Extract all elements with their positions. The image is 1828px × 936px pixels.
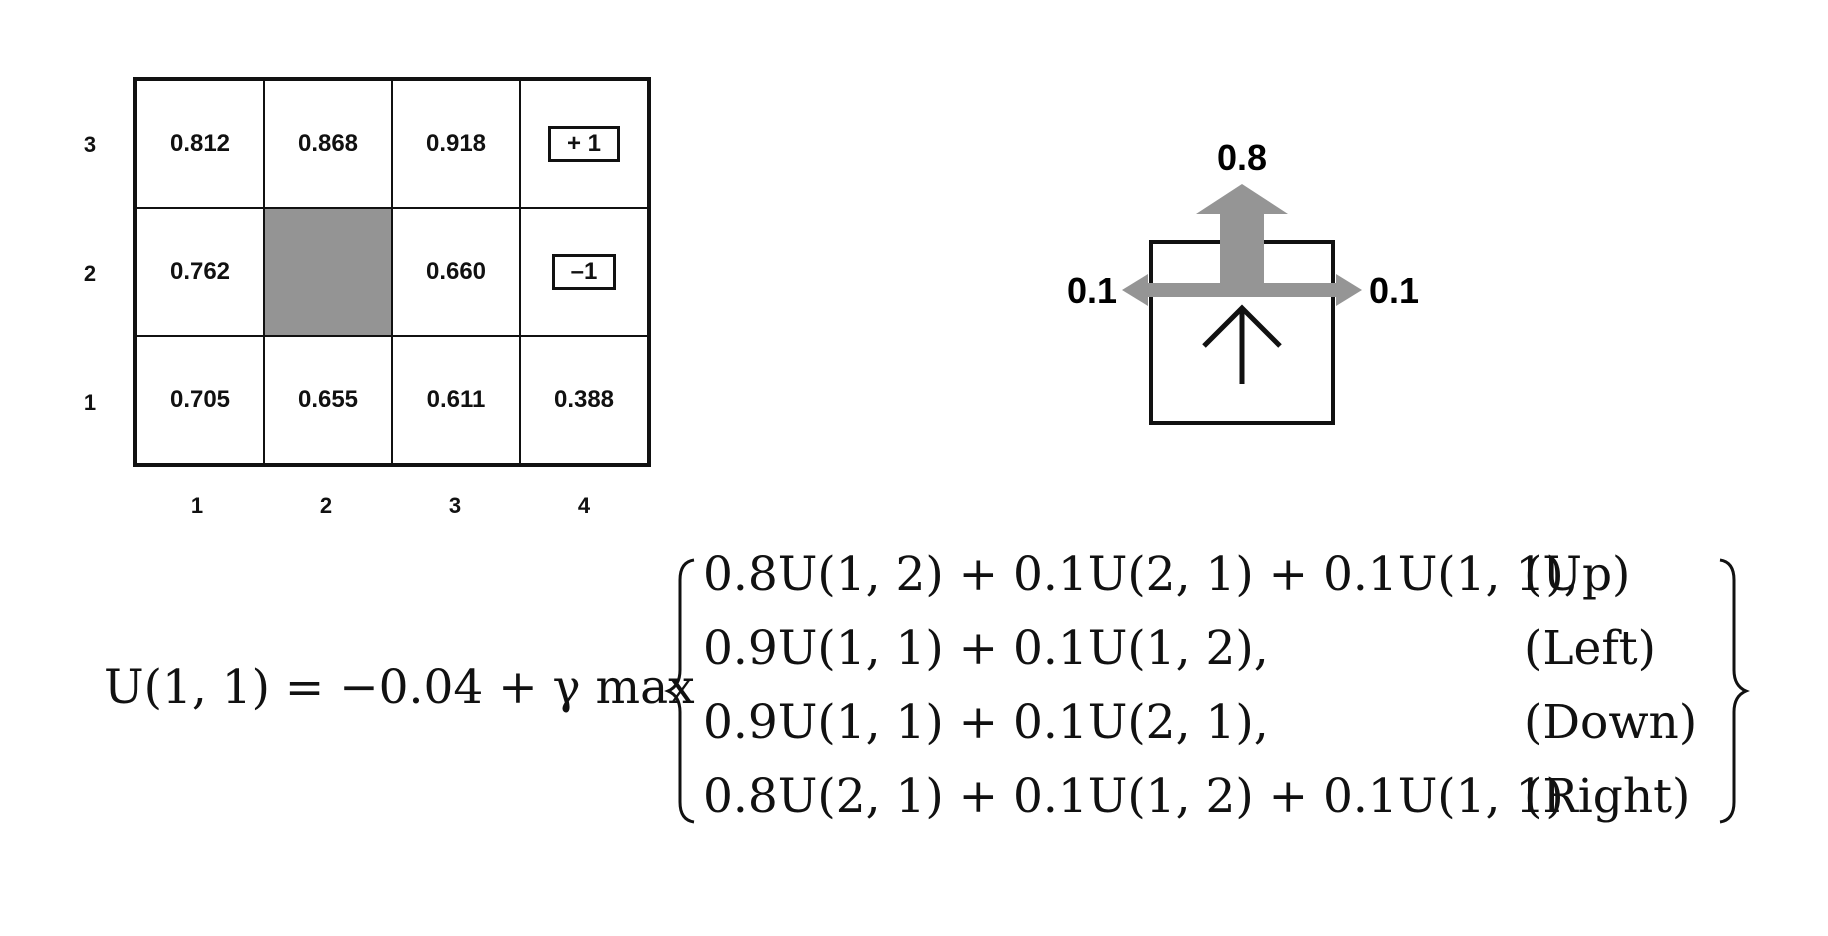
row-label-2: 2 xyxy=(83,261,97,286)
utility-value: 0.762 xyxy=(169,258,231,285)
row-label-3: 3 xyxy=(83,132,97,157)
col-label-1: 1 xyxy=(190,493,204,518)
grid-wall-cell xyxy=(264,208,392,336)
utility-value: 0.388 xyxy=(553,386,615,413)
case-right-action: (Right) xyxy=(1524,769,1691,824)
left-probability-label: 0.1 xyxy=(1067,270,1117,311)
grid-cell-1-3: 0.812 xyxy=(136,80,264,208)
col-label-2: 2 xyxy=(319,493,333,518)
utility-value: 0.611 xyxy=(426,386,486,413)
case-left-expression: 0.9U(1, 1) + 0.1U(1, 2), xyxy=(703,621,1269,676)
utility-value: 0.655 xyxy=(297,386,359,413)
grid-cell-3-3: 0.918 xyxy=(392,80,520,208)
transition-model-diagram: 0.8 0.1 0.1 xyxy=(1067,140,1419,425)
utility-value: 0.868 xyxy=(297,130,359,157)
utility-value: 0.918 xyxy=(425,130,487,157)
right-probability-label: 0.1 xyxy=(1369,270,1419,311)
grid-cell-1-2: 0.762 xyxy=(136,208,264,336)
grid-cell-1-1: 0.705 xyxy=(136,336,264,464)
grid-world: 0.812 0.868 0.918 + 1 0.762 0.660 –1 0.7… xyxy=(133,77,651,467)
utility-value: 0.812 xyxy=(169,130,231,157)
utility-value: 0.705 xyxy=(169,386,231,413)
bellman-equation-lhs: U(1, 1) = −0.04 + γ max xyxy=(104,660,695,715)
forward-probability-label: 0.8 xyxy=(1217,140,1267,178)
grid-cell-2-1: 0.655 xyxy=(264,336,392,464)
terminal-reward-positive: + 1 xyxy=(547,126,621,162)
case-left-action: (Left) xyxy=(1524,621,1656,676)
case-down-expression: 0.9U(1, 1) + 0.1U(2, 1), xyxy=(703,695,1269,750)
utility-value: 0.660 xyxy=(425,258,487,285)
grid-cell-4-1: 0.388 xyxy=(520,336,648,464)
arrowhead-up-icon xyxy=(1196,184,1288,214)
case-down-action: (Down) xyxy=(1524,695,1698,750)
grid-cell-3-1: 0.611 xyxy=(392,336,520,464)
grid-cell-4-2: –1 xyxy=(520,208,648,336)
row-label-1: 1 xyxy=(83,390,97,415)
col-label-4: 4 xyxy=(577,493,591,518)
arrowhead-right-icon xyxy=(1336,274,1362,306)
intended-direction-arrow-icon xyxy=(1202,304,1282,384)
arrowhead-left-icon xyxy=(1122,274,1148,306)
case-up-expression: 0.8U(1, 2) + 0.1U(2, 1) + 0.1U(1, 1), xyxy=(703,547,1579,602)
terminal-reward-negative: –1 xyxy=(551,254,617,290)
case-up-action: (Up) xyxy=(1524,547,1631,602)
left-brace-icon xyxy=(664,558,695,824)
right-brace-icon xyxy=(1719,558,1750,824)
grid-cell-4-3: + 1 xyxy=(520,80,648,208)
forward-arrow xyxy=(1196,184,1288,297)
grid-cell-2-3: 0.868 xyxy=(264,80,392,208)
case-right-expression: 0.8U(2, 1) + 0.1U(1, 2) + 0.1U(1, 1) xyxy=(703,769,1564,824)
col-label-3: 3 xyxy=(448,493,462,518)
grid-cell-3-2: 0.660 xyxy=(392,208,520,336)
